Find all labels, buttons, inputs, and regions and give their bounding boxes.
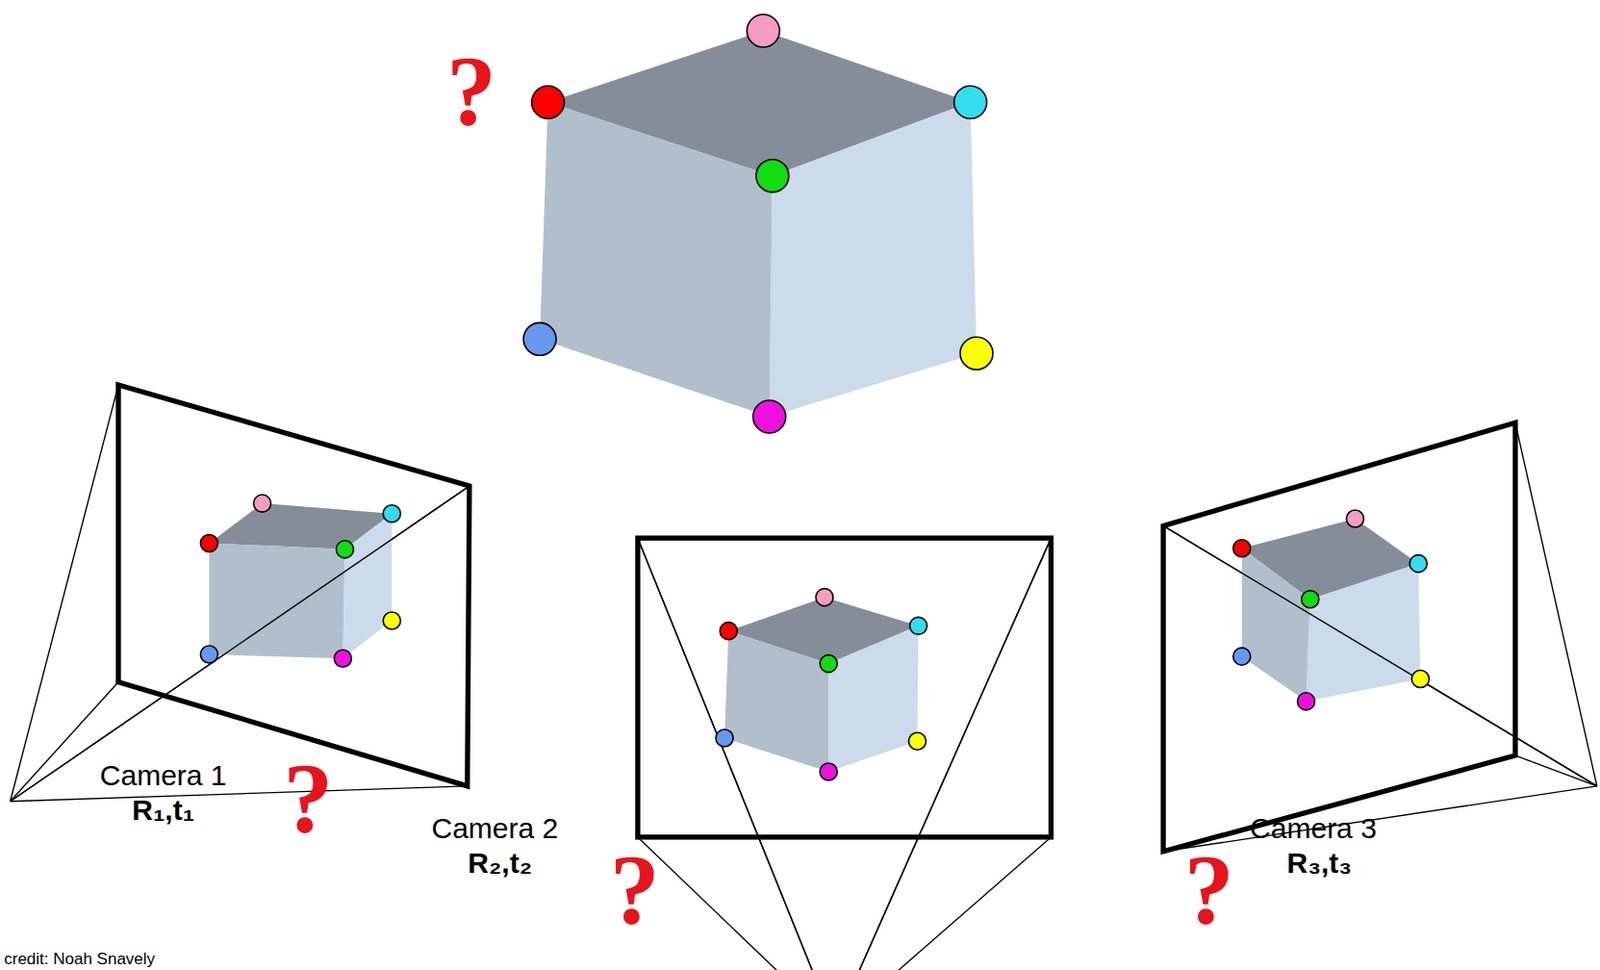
cube-face [724, 631, 829, 772]
image-planes [118, 384, 1516, 852]
camera-pose: R₁,t₁ [131, 795, 195, 825]
corner-point [719, 622, 737, 640]
cube-face [1306, 563, 1422, 702]
corner-point [333, 649, 352, 667]
cube-face [828, 625, 918, 772]
question-mark: ? [609, 839, 661, 940]
corner-point [1233, 647, 1251, 665]
corner-point [200, 533, 218, 552]
cube-face [769, 101, 977, 417]
corner-point [1297, 692, 1316, 711]
question-mark: ? [282, 748, 333, 849]
corner-point [819, 762, 838, 781]
corner-point [1301, 590, 1320, 609]
cube-face [539, 101, 773, 417]
cube-face [208, 542, 345, 659]
camera-rays [10, 384, 1598, 970]
corner-point [1346, 509, 1364, 528]
corner-point [335, 540, 354, 559]
corner-point [746, 14, 780, 48]
camera-rays-front [10, 485, 1598, 970]
corner-point [756, 159, 789, 193]
corner-point [815, 588, 834, 607]
camera-name: Camera 3 [1249, 813, 1377, 843]
corner-point [954, 85, 988, 119]
cube-face [1242, 548, 1311, 702]
credit-note: credit: Noah Snavely [3, 950, 155, 967]
corner-point [532, 85, 565, 119]
camera-name: Camera 1 [100, 761, 228, 790]
corner-point [200, 645, 218, 663]
corner-point [908, 732, 926, 750]
question-mark: ? [446, 41, 497, 142]
corner-point [715, 729, 734, 747]
corner-point [910, 616, 928, 635]
camera-name: Camera 2 [431, 813, 559, 843]
corner-point [753, 400, 787, 433]
camera-pose: R₃,t₃ [1286, 848, 1352, 878]
corner-point [523, 322, 557, 356]
corner-point [382, 611, 401, 630]
corner-point [960, 336, 993, 370]
corner-point [1411, 669, 1429, 687]
corner-point [819, 655, 838, 673]
corner-point [253, 494, 272, 512]
corner-point [1233, 539, 1251, 558]
corner-point [1409, 555, 1427, 573]
camera-pose: R₂,t₂ [467, 848, 533, 878]
cube-face [342, 513, 392, 660]
question-mark: ? [1184, 839, 1235, 940]
corner-point [382, 505, 401, 523]
